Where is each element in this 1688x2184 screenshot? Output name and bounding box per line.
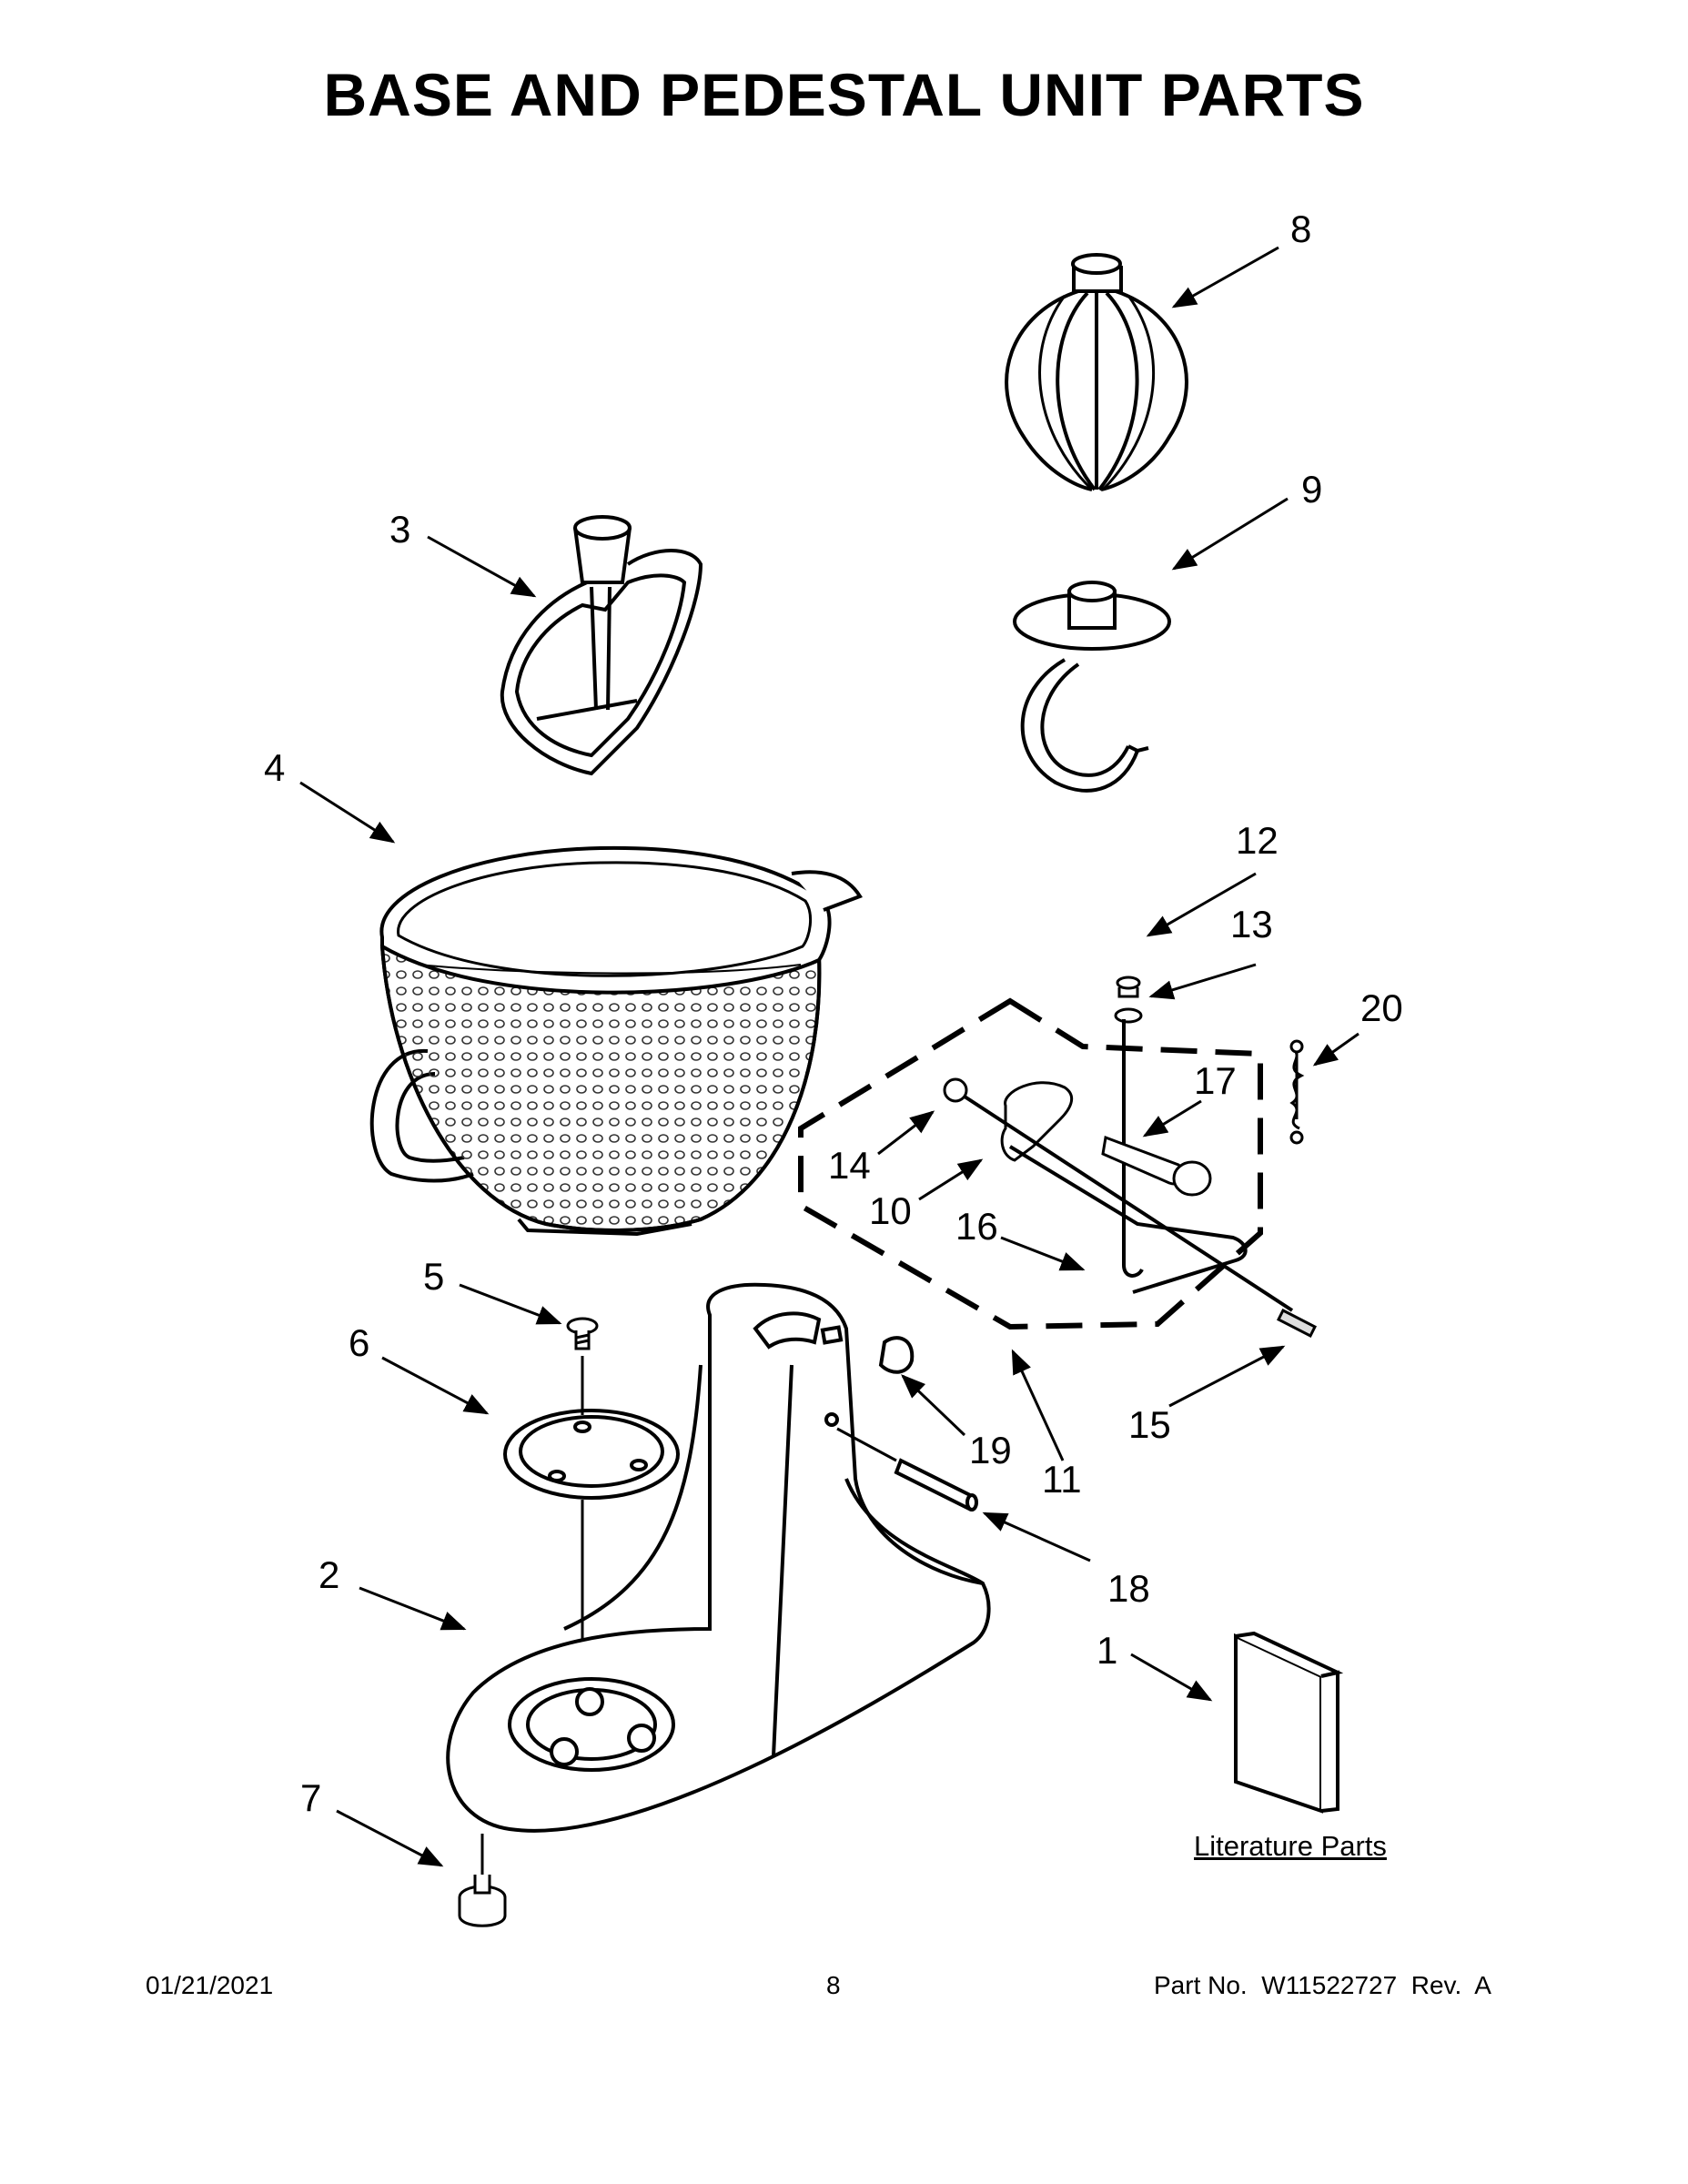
lever-assembly-part	[943, 976, 1318, 1339]
dough-hook-part	[1013, 581, 1171, 793]
literature-parts-label: Literature Parts	[1194, 1830, 1387, 1862]
callout-17: 17	[1194, 1059, 1237, 1102]
callout-8: 8	[1290, 207, 1311, 250]
hinge-pin-part	[836, 1427, 978, 1512]
callout-12: 12	[1236, 819, 1279, 862]
callout-13: 13	[1230, 903, 1273, 945]
callout-3: 3	[389, 508, 410, 551]
footer-page-number: 8	[826, 1971, 841, 1999]
callout-11: 11	[1042, 1458, 1082, 1501]
bowl-part	[369, 845, 863, 1237]
callout-1: 1	[1097, 1629, 1117, 1672]
callout-arrows	[299, 246, 1359, 1867]
flat-beater-part	[500, 515, 703, 776]
pedestal-base-part	[446, 1282, 991, 1875]
foot-part	[458, 1875, 507, 1927]
callout-9: 9	[1301, 468, 1322, 511]
callout-16: 16	[955, 1205, 998, 1248]
callout-20: 20	[1360, 986, 1403, 1029]
callout-15: 15	[1128, 1403, 1171, 1446]
footer-part-number: Part No. W11522727 Rev. A	[1154, 1971, 1491, 1999]
callout-10: 10	[869, 1189, 912, 1232]
clip-part	[878, 1336, 915, 1374]
wire-whip-part	[1005, 253, 1188, 491]
callout-7: 7	[300, 1776, 321, 1819]
clamp-plate-part	[503, 1356, 680, 1684]
callout-18: 18	[1107, 1567, 1150, 1610]
footer-date: 01/21/2021	[146, 1971, 274, 1999]
literature-booklet-part	[1234, 1631, 1344, 1814]
screw-part-5	[566, 1317, 599, 1350]
page-title: BASE AND PEDESTAL UNIT PARTS	[323, 61, 1365, 128]
assembly-boundary	[798, 997, 1263, 1330]
callout-19: 19	[969, 1429, 1012, 1471]
callout-2: 2	[318, 1553, 339, 1596]
callout-14: 14	[828, 1144, 871, 1187]
callout-5: 5	[423, 1255, 444, 1298]
callout-6: 6	[349, 1321, 369, 1364]
callout-4: 4	[264, 746, 285, 789]
